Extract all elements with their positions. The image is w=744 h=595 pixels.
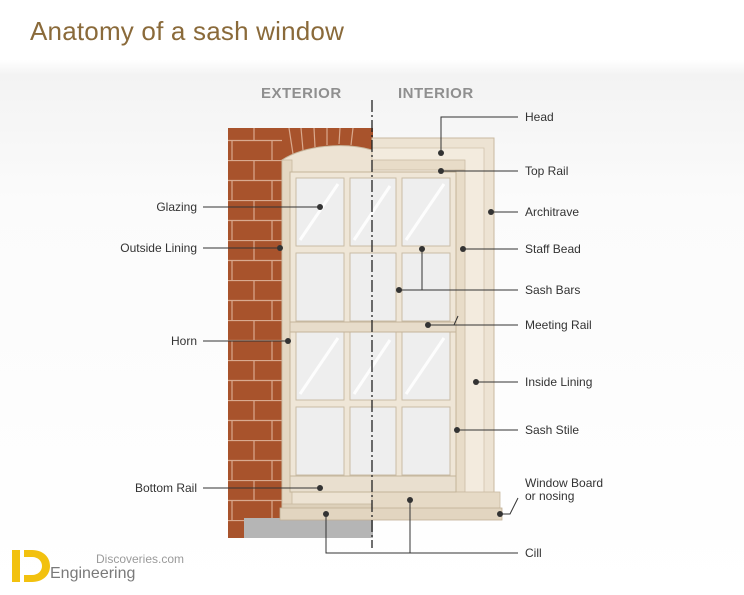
page-title: Anatomy of a sash window (30, 16, 345, 46)
label-inside-lining: Inside Lining (525, 375, 593, 389)
label-top-rail: Top Rail (525, 164, 569, 178)
label-staff-bead: Staff Bead (525, 242, 581, 256)
label-sash-bars: Sash Bars (525, 283, 581, 297)
label-sash-stile: Sash Stile (525, 423, 580, 437)
label-window-board-line1: Window Board (525, 476, 604, 490)
logo-engineering-text: Engineering (50, 565, 136, 582)
label-outside-lining: Outside Lining (120, 241, 197, 255)
label-cill: Cill (525, 546, 542, 560)
label-architrave: Architrave (525, 205, 580, 219)
de-logo-icon (12, 550, 50, 582)
label-window-board-line2: or nosing (525, 489, 575, 503)
leader-lines (203, 116, 519, 554)
sash-frame (289, 171, 457, 493)
leader-dots (277, 150, 503, 517)
label-bottom-rail: Bottom Rail (134, 481, 197, 495)
exterior-label: EXTERIOR (261, 85, 342, 102)
logo-discoveries-text: Discoveries.com (96, 552, 185, 566)
label-head: Head (525, 110, 554, 124)
label-glazing: Glazing (156, 200, 197, 214)
interior-label: INTERIOR (398, 85, 474, 102)
label-horn: Horn (170, 334, 197, 348)
label-window-board: Window Board or nosing (525, 477, 603, 503)
label-meeting-rail: Meeting Rail (525, 318, 592, 332)
